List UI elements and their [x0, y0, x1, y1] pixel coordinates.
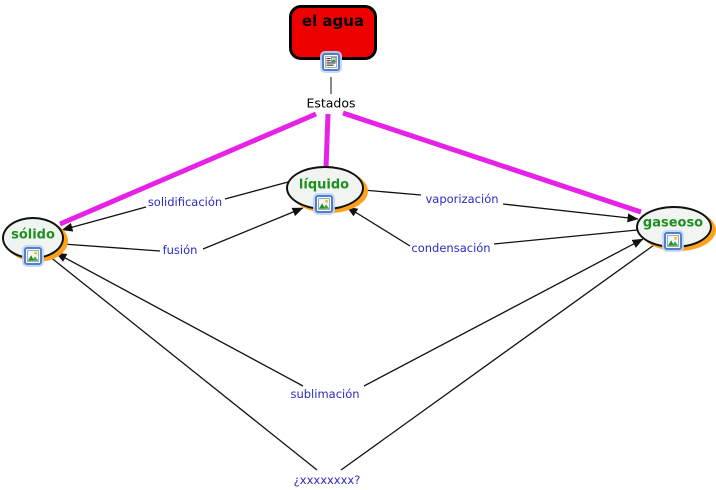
line-liquido-to-solidificacion[interactable] — [224, 181, 289, 200]
image-resource-icon[interactable] — [664, 232, 682, 250]
line-condensacion-to-liquido[interactable] — [346, 206, 411, 247]
document-resource-icon[interactable] — [322, 53, 340, 71]
root-link-lines[interactable] — [59, 110, 642, 227]
line-pregunta-to-solido[interactable] — [48, 255, 318, 471]
concept-label-gaseoso: gaseoso — [642, 215, 704, 231]
linking-phrase-sublimacion[interactable]: sublimación — [290, 387, 360, 401]
root-link-to-liquido[interactable] — [323, 113, 331, 169]
line-gaseoso-to-condensacion[interactable] — [493, 229, 638, 245]
line-pregunta-to-gaseoso[interactable] — [340, 244, 655, 471]
line-fusion-to-liquido[interactable] — [202, 207, 304, 250]
line-sublimacion-to-gaseoso[interactable] — [363, 238, 644, 387]
linking-phrase-pregunta[interactable]: ¿xxxxxxxx? — [293, 473, 361, 487]
linking-phrase-estados[interactable]: Estados — [306, 95, 356, 111]
link-line-sublimacion[interactable] — [55, 238, 644, 387]
image-glyph — [667, 235, 679, 247]
line-sublimacion-to-solido[interactable] — [55, 252, 304, 387]
linking-phrase-solidificacion[interactable]: solidificación — [147, 195, 223, 209]
linking-phrase-vaporizacion[interactable]: vaporización — [425, 192, 499, 206]
image-glyph — [318, 198, 330, 210]
linking-phrase-fusion[interactable]: fusión — [162, 243, 198, 257]
concept-label-liquido: líquido — [298, 177, 350, 193]
concept-label-solido: sólido — [11, 227, 55, 243]
line-liquido-to-vaporizacion[interactable] — [362, 189, 422, 196]
linking-phrase-condensacion[interactable]: condensación — [411, 241, 491, 255]
image-glyph — [27, 250, 39, 262]
image-resource-icon[interactable] — [24, 247, 42, 265]
link-line-vaporizacion[interactable] — [362, 189, 639, 223]
link-line-fusion[interactable] — [62, 207, 304, 252]
image-resource-icon[interactable] — [315, 195, 333, 213]
root-link-to-gaseoso[interactable] — [342, 110, 642, 215]
line-solido-to-fusion[interactable] — [62, 243, 161, 252]
line-vaporizacion-to-gaseoso[interactable] — [502, 203, 639, 223]
line-solidificacion-to-solido[interactable] — [61, 206, 147, 232]
link-line-condensacion[interactable] — [346, 206, 638, 247]
document-glyph — [325, 56, 337, 68]
link-line-pregunta[interactable] — [48, 244, 655, 471]
concept-label-el-agua: el agua — [301, 12, 365, 30]
root-link-to-solido[interactable] — [59, 111, 317, 227]
link-line-solidificacion[interactable] — [61, 181, 289, 232]
